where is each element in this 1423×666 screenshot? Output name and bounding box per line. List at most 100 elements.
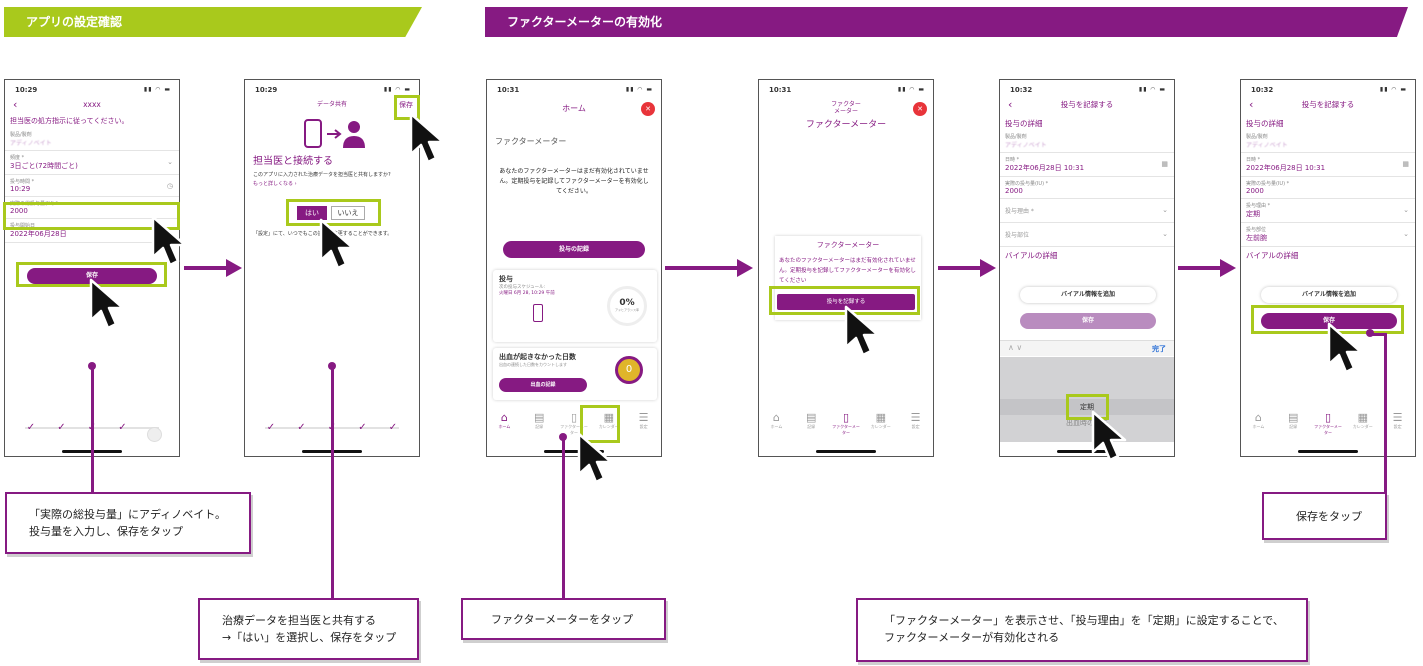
picker-toolbar: ∧ ∨ 完了: [1000, 340, 1174, 356]
tab-calendar[interactable]: ▦カレンダー: [594, 412, 624, 430]
learn-more-link[interactable]: もっと詳しくなる ›: [253, 181, 297, 187]
tab-bar: ⌂ホーム ▤記録 ▯ファクターメーター ▦カレンダー ☰設定: [487, 408, 661, 440]
tab-records[interactable]: ▤記録: [524, 412, 554, 430]
time-field[interactable]: 投与時間 *10:29◷: [5, 175, 179, 197]
frequency-select[interactable]: 頻度 *3日ごと(72時間ごと)⌄: [5, 151, 179, 175]
nav-bar: ホーム: [487, 96, 661, 122]
bleed-free-card[interactable]: 出血が起きなかった日数 出血の連続した日数をカウントします 出血の記録 0: [493, 348, 657, 400]
add-vial-button[interactable]: バイアル情報を追加: [1020, 287, 1156, 303]
callout-text: 投与量を入力し、保存をタップ: [29, 525, 183, 538]
field-label: 投与部位: [1005, 232, 1030, 239]
section-banner-activation: ファクターメーターの有効化: [485, 7, 1408, 37]
vial-heading: バイアルの詳細: [1246, 251, 1299, 260]
vial-icon: [533, 304, 543, 322]
tab-label: カレンダー: [1352, 424, 1373, 429]
connector-line: [1384, 334, 1387, 492]
calendar-icon: ▦: [1161, 160, 1168, 168]
tab-records[interactable]: ▤記録: [1278, 412, 1308, 430]
reason-select[interactable]: 投与理由 *定期⌄: [1241, 199, 1415, 223]
picker-done-button[interactable]: 完了: [1152, 345, 1166, 353]
back-chevron-icon[interactable]: ‹: [13, 98, 18, 111]
field-value: 2000: [1005, 187, 1023, 195]
header-save-button[interactable]: 保存: [399, 101, 413, 109]
calendar-icon: ▦: [875, 411, 886, 424]
calendar-icon: ▦: [1357, 411, 1368, 424]
hand-pointer-icon: [577, 432, 613, 484]
details-heading: 投与の詳細: [1246, 119, 1284, 128]
datetime-field[interactable]: 日時 *2022年06月28日 10:31▦: [1000, 153, 1174, 177]
callout-tap-save: 保存をタップ: [1262, 492, 1387, 540]
yes-option[interactable]: はい: [297, 206, 327, 220]
tab-settings[interactable]: ☰設定: [629, 412, 659, 430]
dose-card[interactable]: 投与 次の投与スケジュール: 火曜日 6月 28, 10:29 午前 0% アド…: [493, 270, 657, 342]
step-check-icon: ✓: [388, 422, 398, 433]
tab-factor-meter[interactable]: ▯ファクターメーター: [831, 412, 861, 436]
picker-option-selected[interactable]: 定期: [1000, 399, 1174, 415]
tab-factor-meter[interactable]: ▯ファクターメーター: [559, 412, 589, 436]
tab-settings[interactable]: ☰設定: [901, 412, 931, 430]
tab-settings[interactable]: ☰設定: [1383, 412, 1413, 430]
chevron-down-icon: ⌄: [1403, 206, 1409, 214]
tab-label: 設定: [1393, 424, 1402, 429]
close-icon[interactable]: ✕: [913, 102, 927, 116]
phone-screen-6: 10:32▮▮ ◠ ▬ ‹ 投与を記録する 投与の詳細 製品/製剤アディノベイト…: [1240, 79, 1416, 457]
site-select[interactable]: 投与部位左前腕⌄: [1241, 223, 1415, 247]
field-label: 投与理由 *: [1246, 203, 1271, 209]
tab-home[interactable]: ⌂ホーム: [1243, 412, 1273, 430]
sliders-icon: ☰: [1392, 411, 1403, 424]
datetime-field[interactable]: 日時 *2022年06月28日 10:31▦: [1241, 153, 1415, 177]
bleed-card-title: 出血が起きなかった日数: [499, 353, 576, 361]
save-button[interactable]: 保存: [1261, 313, 1397, 329]
nav-title: ファクター メーター: [759, 96, 933, 115]
tab-calendar[interactable]: ▦カレンダー: [866, 412, 896, 430]
flow-arrow-icon: [938, 259, 996, 277]
dose-input[interactable]: 実際の投与量(IU) *2000: [1000, 177, 1174, 199]
save-button[interactable]: 保存: [27, 268, 157, 284]
dose-card-sub: 次の投与スケジュール:: [499, 285, 546, 290]
tab-records[interactable]: ▤記録: [796, 412, 826, 430]
battery-icon: ▯: [842, 411, 850, 424]
nav-bar: ‹ 投与を記録する: [1241, 96, 1415, 114]
no-option[interactable]: いいえ: [331, 206, 365, 220]
tab-calendar[interactable]: ▦カレンダー: [1348, 412, 1378, 430]
step-check-icon: ✓: [118, 422, 127, 433]
site-select[interactable]: 投与部位⌄: [1000, 223, 1174, 247]
back-chevron-icon[interactable]: ‹: [1249, 98, 1254, 111]
record-dose-button[interactable]: 投与の記録: [503, 241, 645, 258]
page-title: 投与を記録する: [1060, 100, 1114, 109]
adherence-gauge: 0% アドヒアランス率: [607, 286, 647, 326]
calendar-icon: ▦: [1402, 160, 1409, 168]
share-question: このアプリに入力された治療データを担当医と共有しますか?: [253, 172, 391, 178]
vial-heading: バイアルの詳細: [1005, 251, 1058, 260]
picker-wheel[interactable]: 定期 出血時の投与: [1000, 357, 1174, 442]
details-heading: 投与の詳細: [1005, 119, 1043, 128]
step-check-icon: ✓: [297, 422, 306, 433]
tab-factor-meter[interactable]: ▯ファクターメーター: [1313, 412, 1343, 436]
tab-home[interactable]: ⌂ホーム: [489, 412, 519, 430]
field-value: 10:29: [10, 185, 31, 193]
picker-nav-icon[interactable]: ∧ ∨: [1008, 343, 1023, 352]
hand-pointer-icon: [844, 305, 880, 357]
step-check-icon: ✓: [57, 422, 66, 433]
close-icon[interactable]: ✕: [641, 102, 655, 116]
picker-option[interactable]: 出血時の投与: [1066, 419, 1108, 427]
home-indicator: [1298, 450, 1358, 453]
sliders-icon: ☰: [638, 411, 649, 424]
signal-icon: ▮▮ ◠ ▬: [143, 86, 171, 93]
save-button-disabled[interactable]: 保存: [1020, 313, 1156, 329]
reason-select[interactable]: 投与理由 *⌄: [1000, 199, 1174, 223]
document-icon: ▤: [805, 411, 817, 424]
page-title: データ共有: [316, 101, 347, 108]
tab-label: 記録: [807, 424, 816, 429]
callout-text: →「はい」を選択し、保存をタップ: [222, 631, 397, 644]
field-label: 投与部位: [1246, 227, 1267, 233]
record-bleed-button[interactable]: 出血の記録: [499, 378, 587, 392]
record-dose-button[interactable]: 投与を記録する: [777, 294, 915, 310]
tab-home[interactable]: ⌂ホーム: [761, 412, 791, 430]
field-value: 2000: [1246, 187, 1264, 195]
back-chevron-icon[interactable]: ‹: [1008, 98, 1013, 111]
callout-text: 「ファクターメーター」を表示させ、「投与理由」を「定期」に設定することで、: [884, 614, 1284, 627]
dose-input[interactable]: 実際の投与量(IU) *2000: [1241, 177, 1415, 199]
add-vial-button[interactable]: バイアル情報を追加: [1261, 287, 1397, 303]
